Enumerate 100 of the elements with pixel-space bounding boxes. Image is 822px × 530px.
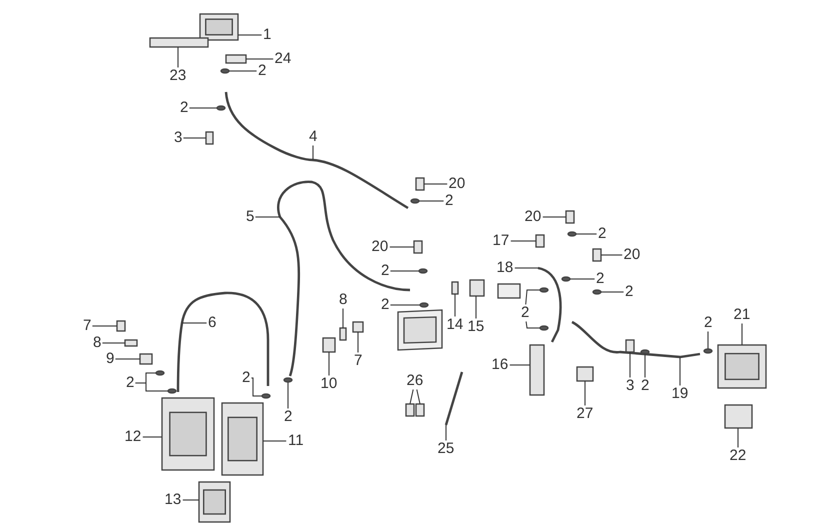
callout-number: 2 bbox=[242, 370, 250, 386]
callout-number: 3 bbox=[174, 130, 182, 146]
leader-line bbox=[238, 34, 262, 36]
clip-drawing bbox=[576, 366, 594, 382]
callout-number: 18 bbox=[496, 260, 514, 276]
callout-number: 21 bbox=[734, 307, 750, 323]
callout-number: 19 bbox=[672, 386, 688, 402]
callout-number: 2 bbox=[445, 193, 454, 209]
push-rod-drawing bbox=[444, 372, 464, 426]
washer-drawing bbox=[561, 276, 571, 282]
callout-number: 27 bbox=[576, 406, 594, 422]
brake-hose-drawing bbox=[277, 180, 410, 376]
callout-number: 2 bbox=[641, 378, 650, 394]
callout-number: 10 bbox=[320, 376, 338, 392]
bolt-drawing bbox=[415, 403, 425, 417]
leader-line bbox=[390, 304, 420, 306]
callout-number: 2 bbox=[521, 305, 530, 321]
leader-line bbox=[389, 246, 414, 248]
leader-line bbox=[410, 389, 414, 404]
callout-number: 3 bbox=[626, 378, 634, 394]
callout-number: 24 bbox=[274, 51, 292, 67]
leader-line bbox=[182, 322, 208, 324]
callout-number: 23 bbox=[170, 68, 186, 84]
leader-line bbox=[328, 352, 330, 376]
leader-line bbox=[262, 440, 287, 442]
leader-line bbox=[584, 380, 586, 406]
leader-line bbox=[418, 200, 444, 202]
leader-line bbox=[390, 270, 420, 272]
callout-number: 6 bbox=[208, 315, 216, 331]
callout-number: 2 bbox=[258, 63, 266, 79]
bolt-drawing bbox=[413, 240, 423, 254]
callout-number: 7 bbox=[354, 353, 362, 369]
callout-number: 5 bbox=[246, 209, 254, 225]
callout-number: 13 bbox=[164, 492, 182, 508]
leader-line bbox=[416, 389, 420, 404]
callout-number: 14 bbox=[446, 317, 464, 333]
leader-line bbox=[509, 364, 530, 366]
brake-pipe-drawing bbox=[571, 320, 700, 358]
brake-pad-drawing bbox=[198, 481, 231, 523]
master-cylinder-drawing bbox=[199, 13, 239, 41]
leader-line bbox=[246, 58, 274, 60]
leader-line bbox=[142, 436, 162, 438]
washer-drawing bbox=[283, 377, 293, 383]
callout-number: 8 bbox=[339, 292, 348, 308]
brake-pipe-drawing bbox=[538, 266, 562, 343]
bolt-drawing bbox=[405, 403, 415, 417]
switch-drawing bbox=[225, 54, 247, 64]
leader-line bbox=[134, 382, 168, 392]
callout-number: 16 bbox=[492, 357, 508, 373]
callout-number: 2 bbox=[284, 409, 292, 425]
callout-number: 2 bbox=[625, 284, 634, 300]
leader-line bbox=[228, 70, 258, 72]
leader-line bbox=[510, 240, 536, 242]
brake-hose-drawing bbox=[176, 292, 270, 392]
brake-caliper-drawing bbox=[161, 397, 215, 471]
washer-drawing bbox=[410, 198, 420, 204]
leader-line bbox=[114, 358, 140, 360]
leader-line bbox=[454, 294, 456, 317]
bracket-drawing bbox=[469, 279, 485, 297]
callout-number: 7 bbox=[83, 318, 92, 334]
callout-number: 20 bbox=[624, 247, 640, 263]
callout-number: 15 bbox=[468, 319, 484, 335]
washer-drawing bbox=[261, 393, 271, 399]
callout-number: 2 bbox=[596, 271, 604, 287]
washer-drawing bbox=[216, 105, 226, 111]
brake-pad-drawing bbox=[724, 404, 753, 429]
bolt-drawing bbox=[592, 248, 602, 262]
hose-fitting-drawing bbox=[535, 234, 545, 248]
leader-line bbox=[600, 254, 623, 256]
washer-drawing bbox=[220, 68, 230, 74]
bleed-screw-drawing bbox=[124, 339, 138, 347]
callout-number: 20 bbox=[448, 176, 466, 192]
callout-number: 2 bbox=[598, 226, 606, 242]
leader-line bbox=[542, 216, 566, 218]
callout-number: 22 bbox=[730, 448, 746, 464]
leader-line bbox=[644, 354, 646, 378]
callout-number: 4 bbox=[309, 129, 318, 145]
leader-line bbox=[312, 145, 314, 160]
callout-number: 2 bbox=[381, 297, 390, 313]
brake-caliper-drawing bbox=[221, 402, 264, 476]
master-cylinder-drawing bbox=[529, 344, 545, 396]
washer-drawing bbox=[419, 302, 429, 308]
bolt-drawing bbox=[415, 177, 425, 191]
brake-hose-drawing bbox=[224, 92, 409, 210]
washer-drawing bbox=[592, 289, 602, 295]
washer-drawing bbox=[703, 348, 713, 354]
leader-line bbox=[342, 308, 344, 328]
callout-number: 26 bbox=[406, 373, 424, 389]
washer-drawing bbox=[167, 388, 177, 394]
leader-line bbox=[254, 216, 280, 218]
callout-number: 1 bbox=[263, 27, 272, 43]
callout-number: 17 bbox=[492, 233, 510, 249]
leader-line bbox=[525, 290, 540, 305]
callout-number: 9 bbox=[106, 351, 114, 367]
callout-number: 11 bbox=[288, 433, 304, 449]
callout-number: 2 bbox=[381, 263, 390, 279]
leader-line bbox=[526, 321, 540, 328]
callout-number: 2 bbox=[126, 375, 134, 391]
brake-lever-drawing bbox=[149, 37, 209, 48]
callout-number: 20 bbox=[524, 209, 542, 225]
